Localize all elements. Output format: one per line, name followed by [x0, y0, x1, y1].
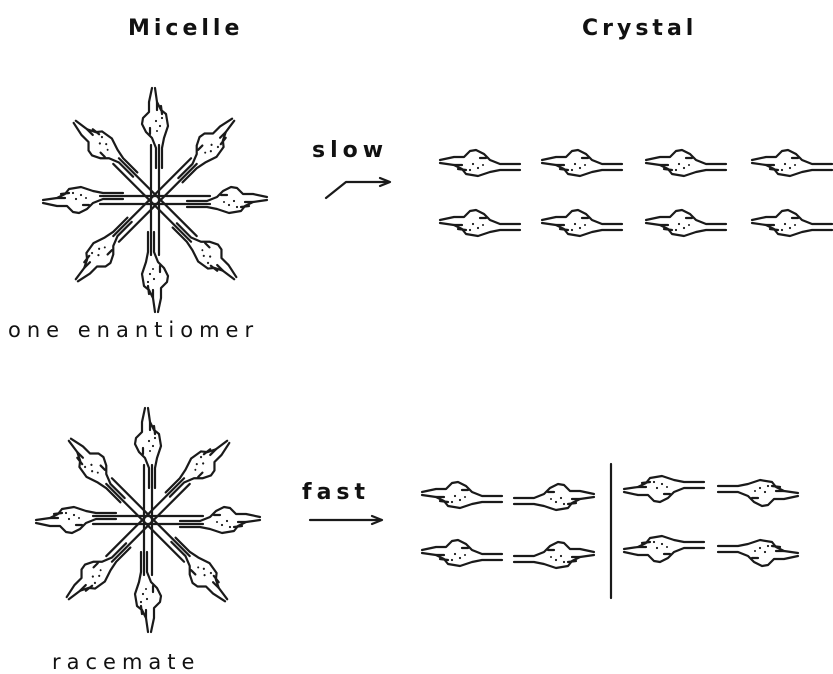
arrow-icon: [326, 178, 390, 198]
caption-one-enantiomer: one enantiomer: [8, 318, 259, 342]
header-micelle: Micelle: [128, 16, 243, 41]
rate-label-fast: fast: [302, 480, 370, 505]
caption-racemate: racemate: [52, 650, 200, 674]
micelle-racemate: [36, 408, 260, 632]
crystal-racemate: [422, 464, 798, 598]
header-crystal: Crystal: [582, 16, 697, 41]
arrow-icon: [310, 516, 382, 524]
crystal-one-enantiomer: [440, 150, 832, 236]
rate-label-slow: slow: [312, 138, 388, 163]
micelle-one-enantiomer: [43, 88, 267, 312]
